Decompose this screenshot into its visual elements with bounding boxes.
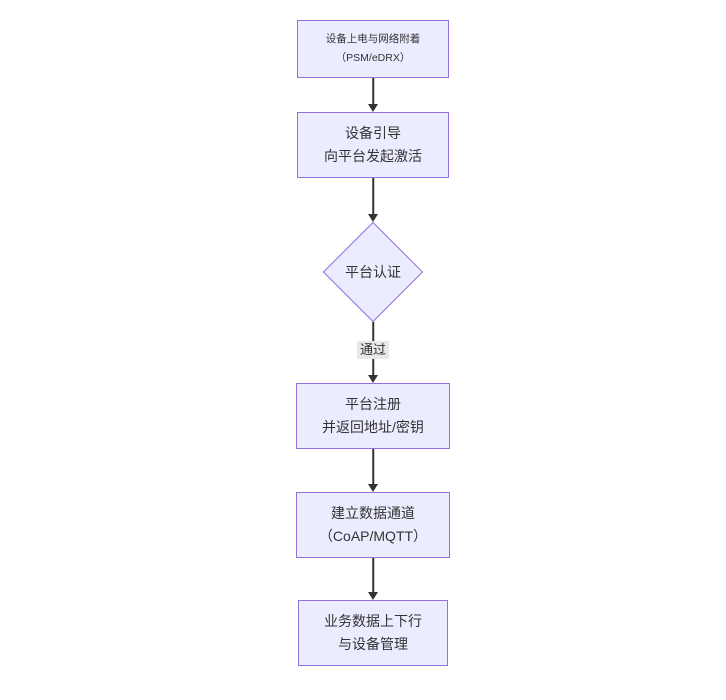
node-label-line: 建立数据通道 — [331, 505, 415, 521]
node-label-line: 与设备管理 — [338, 636, 408, 652]
node-business-data: 业务数据上下行 与设备管理 — [298, 600, 448, 666]
node-label-line: 向平台发起激活 — [324, 148, 422, 164]
arrow-down-icon — [367, 178, 379, 222]
edge-label-pass: 通过 — [356, 341, 390, 359]
node-label-line: 平台认证 — [345, 264, 401, 280]
node-label-line: （PSM/eDRX） — [335, 52, 411, 64]
node-label-line: 并返回地址/密钥 — [322, 419, 424, 435]
arrow-down-icon — [367, 558, 379, 600]
node-label-line: 平台注册 — [345, 396, 401, 412]
node-device-bootstrap: 设备引导 向平台发起激活 — [297, 112, 449, 178]
arrow-down-icon — [367, 449, 379, 492]
node-label-line: 设备上电与网络附着 — [325, 33, 421, 45]
node-platform-register: 平台注册 并返回地址/密钥 — [296, 383, 450, 449]
arrow-down-icon — [367, 78, 379, 112]
node-label-line: 业务数据上下行 — [324, 613, 422, 629]
node-data-channel: 建立数据通道 （CoAP/MQTT） — [296, 492, 450, 558]
node-label-line: 设备引导 — [345, 125, 401, 141]
decision-platform-auth: 平台认证 — [322, 221, 424, 323]
node-label-line: （CoAP/MQTT） — [318, 528, 428, 544]
node-power-network-attach: 设备上电与网络附着 （PSM/eDRX） — [297, 20, 449, 78]
